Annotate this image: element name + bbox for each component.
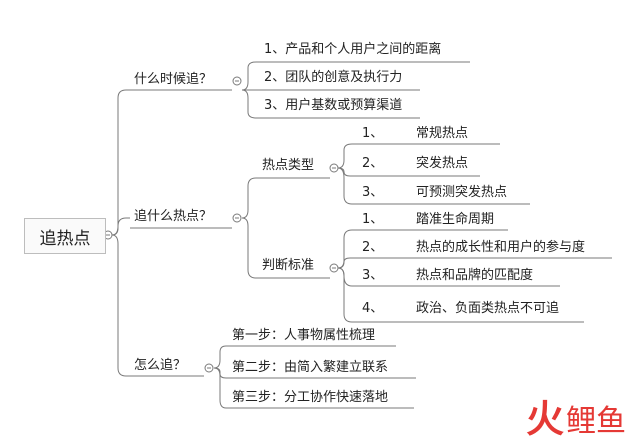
criteria-2[interactable]: 热点的成长性和用户的参与度 xyxy=(416,240,586,255)
group-hot-types[interactable]: 热点类型 xyxy=(262,158,315,173)
connector-trunk-mid xyxy=(111,217,130,236)
connector-g2-low xyxy=(337,267,356,287)
hot-type-3-num: 3、 xyxy=(362,185,384,200)
hot-type-1-num: 1、 xyxy=(362,126,384,141)
watermark-logo: 火 鲤鱼 xyxy=(526,400,626,438)
connector-b3 xyxy=(213,345,230,369)
connector-g1 xyxy=(337,143,356,169)
hot-type-3[interactable]: 可预测突发热点 xyxy=(416,185,508,200)
node-how-3[interactable]: 第三步：分工协作快速落地 xyxy=(232,390,389,405)
criteria-1[interactable]: 踏准生命周期 xyxy=(416,212,495,227)
connector-b1-low xyxy=(241,89,262,119)
connector-b1 xyxy=(241,61,262,91)
connector-g2-last xyxy=(337,267,356,323)
connector-b3-low xyxy=(213,367,230,409)
connector-g2-mid xyxy=(337,257,356,269)
node-when-3[interactable]: 3、用户基数或预算渠道 xyxy=(264,98,403,113)
connector-b2-low xyxy=(241,217,260,279)
watermark-char-2: 鲤鱼 xyxy=(566,404,626,439)
node-when-1[interactable]: 1、产品和个人用户之间的距离 xyxy=(264,42,442,57)
connector-g1-low xyxy=(337,167,356,205)
root-node[interactable]: 追热点 xyxy=(24,218,106,254)
criteria-3[interactable]: 热点和品牌的匹配度 xyxy=(416,268,534,283)
hot-type-1[interactable]: 常规热点 xyxy=(416,126,469,141)
connector-g2 xyxy=(337,229,356,269)
connector-trunk-low xyxy=(111,234,130,377)
connector-b3-mid xyxy=(213,367,230,379)
criteria-1-num: 1、 xyxy=(362,212,384,227)
criteria-4-num: 4、 xyxy=(362,301,384,316)
criteria-3-num: 3、 xyxy=(362,268,384,283)
root-label: 追热点 xyxy=(39,228,91,249)
criteria-2-num: 2、 xyxy=(362,240,384,255)
node-how-1[interactable]: 第一步：人事物属性梳理 xyxy=(232,328,376,343)
group-criteria[interactable]: 判断标准 xyxy=(262,258,315,273)
node-when-2[interactable]: 2、团队的创意及执行力 xyxy=(264,70,403,85)
criteria-4[interactable]: 政治、负面类热点不可追 xyxy=(416,301,560,316)
connector-b2 xyxy=(241,177,260,219)
branch-what[interactable]: 追什么热点？ xyxy=(134,209,213,224)
watermark-char-1: 火 xyxy=(525,397,564,441)
node-how-2[interactable]: 第二步：由简入繁建立联系 xyxy=(232,360,389,375)
hot-type-2-num: 2、 xyxy=(362,156,384,171)
connector-trunk xyxy=(111,89,130,236)
branch-when[interactable]: 什么时候追？ xyxy=(134,72,213,87)
hot-type-2[interactable]: 突发热点 xyxy=(416,156,469,171)
branch-how[interactable]: 怎么追？ xyxy=(134,358,187,373)
